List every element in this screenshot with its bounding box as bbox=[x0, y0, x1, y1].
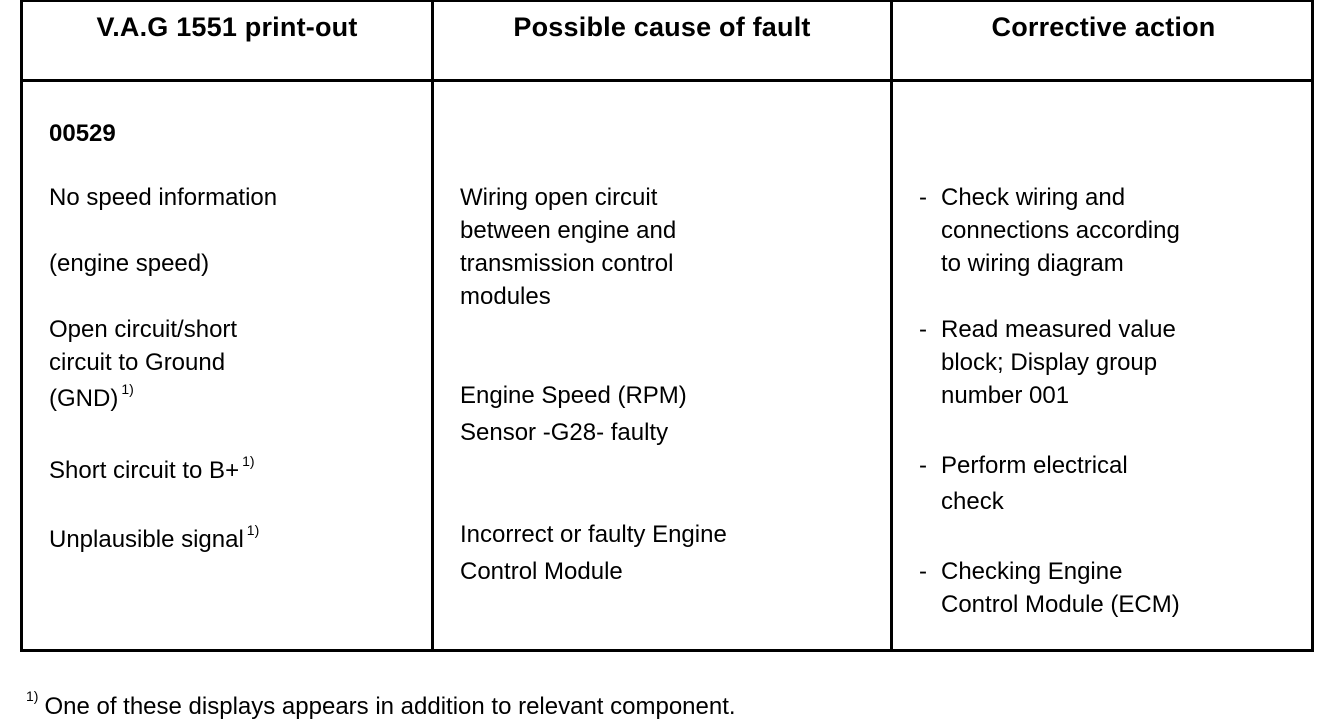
footnote: 1) One of these displays appears in addit… bbox=[26, 688, 736, 726]
fault-table: V.A.G 1551 print-out Possible cause of f… bbox=[20, 0, 1314, 652]
column-divider-2 bbox=[890, 2, 893, 649]
fault-code: 00529 bbox=[49, 120, 116, 147]
cause-ecm-1: Incorrect or faulty Engine bbox=[460, 521, 727, 548]
cause-ecm-2: Control Module bbox=[460, 558, 623, 585]
action-wiring-3: to wiring diagram bbox=[941, 250, 1124, 277]
cause-wiring-3: transmission control bbox=[460, 250, 674, 277]
cause-sensor-1: Engine Speed (RPM) bbox=[460, 382, 687, 409]
header-divider bbox=[23, 79, 1311, 82]
action-bullet: - bbox=[919, 558, 927, 585]
action-wiring-1: Check wiring and bbox=[941, 184, 1126, 211]
fault-description-sub: (engine speed) bbox=[49, 250, 210, 277]
column-divider-1 bbox=[431, 2, 434, 649]
header-cause: Possible cause of fault bbox=[513, 12, 811, 42]
action-bullet: - bbox=[919, 452, 927, 479]
footnote-text: One of these displays appears in additio… bbox=[44, 693, 736, 720]
cause-wiring-2: between engine and bbox=[460, 217, 677, 244]
action-ecm-1: Checking Engine bbox=[941, 558, 1123, 585]
action-electrical-2: check bbox=[941, 488, 1004, 515]
cause-wiring-1: Wiring open circuit bbox=[460, 184, 658, 211]
action-measured-1: Read measured value bbox=[941, 316, 1176, 343]
action-electrical-1: Perform electrical bbox=[941, 452, 1128, 479]
header-printout: V.A.G 1551 print-out bbox=[96, 12, 358, 42]
fault-type-open-circuit: Open circuit/short bbox=[49, 316, 238, 343]
action-measured-2: block; Display group bbox=[941, 349, 1158, 376]
action-ecm-2: Control Module (ECM) bbox=[941, 591, 1180, 618]
fault-type-short-circuit: Short circuit to B+1) bbox=[49, 453, 255, 484]
cause-wiring-4: modules bbox=[460, 283, 551, 310]
cause-sensor-2: Sensor -G28- faulty bbox=[460, 419, 669, 446]
action-wiring-2: connections according bbox=[941, 217, 1180, 244]
fault-description: No speed information bbox=[49, 184, 278, 211]
header-action: Corrective action bbox=[991, 12, 1216, 42]
fault-type-open-circuit-3: (GND)1) bbox=[49, 381, 134, 412]
action-measured-3: number 001 bbox=[941, 382, 1070, 409]
action-bullet: - bbox=[919, 316, 927, 343]
action-bullet: - bbox=[919, 184, 927, 211]
fault-type-open-circuit-2: circuit to Ground bbox=[49, 349, 226, 376]
footnote-marker: 1) bbox=[26, 688, 39, 704]
